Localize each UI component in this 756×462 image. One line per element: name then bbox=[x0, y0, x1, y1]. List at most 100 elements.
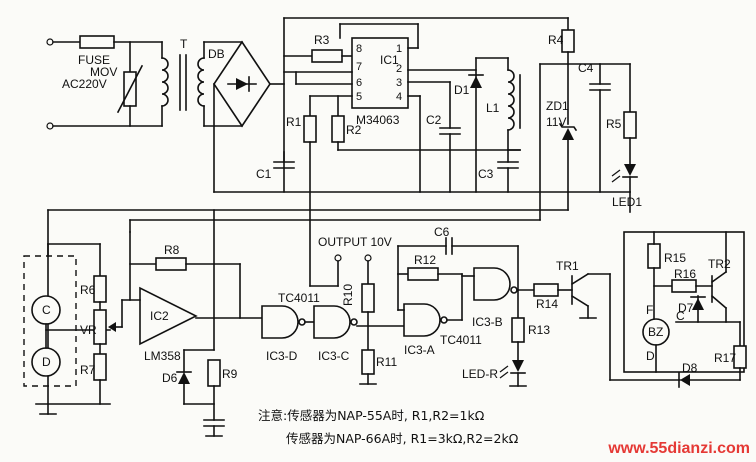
ic1-part-label: M34063 bbox=[356, 113, 400, 127]
l1-inductor bbox=[507, 69, 515, 131]
bz-c-label: C bbox=[676, 309, 685, 323]
r12-resistor bbox=[407, 267, 439, 281]
r10-resistor bbox=[361, 283, 375, 313]
sensor-d-label: D bbox=[42, 355, 51, 369]
r8-label: R8 bbox=[164, 243, 180, 257]
r14-resistor bbox=[533, 283, 559, 297]
d6-label: D6 bbox=[162, 371, 178, 385]
ic1-pin-1: 1 bbox=[396, 43, 402, 55]
mains-label: AC220V bbox=[62, 77, 107, 91]
r5-label: R5 bbox=[606, 117, 622, 131]
r9-label: R9 bbox=[222, 367, 238, 381]
r15-resistor bbox=[647, 243, 661, 269]
d8-diode bbox=[680, 374, 690, 386]
gate-ic3-d bbox=[261, 305, 299, 339]
bridge-rectifier bbox=[213, 40, 285, 193]
zd1-label: ZD1 bbox=[546, 99, 569, 113]
fuse bbox=[79, 35, 115, 49]
d6-diode bbox=[178, 372, 190, 384]
ic1-chip bbox=[351, 37, 409, 109]
ic2-opamp bbox=[139, 286, 198, 346]
ic3-a-label: IC3-A bbox=[404, 343, 435, 357]
tc4011-label-1: TC4011 bbox=[278, 291, 320, 305]
ic2-label: IC2 bbox=[150, 309, 169, 323]
r2-resistor bbox=[331, 115, 345, 143]
r15-label: R15 bbox=[664, 251, 686, 265]
sensor-frame bbox=[23, 255, 77, 387]
ic1-pin-6: 6 bbox=[356, 77, 362, 89]
r16-resistor bbox=[671, 279, 697, 293]
r14-label: R14 bbox=[536, 297, 558, 311]
gate-ic3-b bbox=[473, 267, 511, 301]
note-line-1: 注意:传感器为NAP-55A时, R1,R2=1kΩ bbox=[258, 408, 485, 423]
r9-resistor bbox=[207, 359, 221, 387]
r17-label: R17 bbox=[714, 351, 736, 365]
r8-resistor bbox=[155, 257, 187, 271]
d1-label: D1 bbox=[454, 83, 470, 97]
led1-label: LED1 bbox=[612, 195, 642, 209]
r11-label: R11 bbox=[376, 355, 397, 369]
note-line-2: 传感器为NAP-66A时, R1=3kΩ,R2=2kΩ bbox=[286, 431, 519, 446]
r11-resistor bbox=[361, 349, 375, 375]
ic1-pin-7: 7 bbox=[356, 61, 362, 73]
zd1-zener bbox=[558, 122, 578, 140]
r7-resistor bbox=[93, 353, 107, 381]
r3-resistor bbox=[311, 49, 343, 63]
r7-label: R7 bbox=[80, 363, 96, 377]
ic1-pin-5: 5 bbox=[356, 91, 362, 103]
r12-label: R12 bbox=[414, 253, 436, 267]
ic3-d-label: IC3-D bbox=[266, 349, 298, 363]
c3-label: C3 bbox=[478, 167, 494, 181]
r10-label: R10 bbox=[341, 284, 355, 306]
output-label: OUTPUT 10V bbox=[318, 235, 392, 249]
c2-label: C2 bbox=[426, 113, 442, 127]
r6-resistor bbox=[93, 275, 107, 303]
tr1-label: TR1 bbox=[556, 259, 579, 273]
led1 bbox=[611, 164, 638, 183]
ic1-pin-4: 4 bbox=[396, 91, 402, 103]
watermark: www.55dianzi.com bbox=[608, 440, 750, 457]
bz-label: BZ bbox=[648, 325, 663, 339]
l1-label: L1 bbox=[486, 101, 500, 115]
r1-resistor bbox=[303, 115, 317, 143]
bridge-label: DB bbox=[208, 47, 225, 61]
r3-label: R3 bbox=[314, 33, 330, 47]
fuse-label: FUSE bbox=[78, 53, 110, 67]
sensor-c-label: C bbox=[42, 303, 51, 317]
r5-resistor bbox=[623, 111, 637, 139]
d1-diode bbox=[468, 57, 484, 193]
ic1-pin-8: 8 bbox=[356, 43, 362, 55]
r4-label: R4 bbox=[548, 33, 564, 47]
ic3-b-label: IC3-B bbox=[472, 315, 503, 329]
r13-label: R13 bbox=[528, 323, 550, 337]
driver-frame bbox=[623, 231, 745, 373]
ic1-label: IC1 bbox=[380, 53, 399, 67]
c6-label: C6 bbox=[434, 225, 450, 239]
zd1-value: 11V bbox=[546, 115, 566, 129]
vr-label: VR bbox=[80, 323, 97, 337]
ic1-pin-2: 2 bbox=[396, 63, 402, 75]
mov-label: MOV bbox=[90, 65, 117, 79]
ic1-pin-3: 3 bbox=[396, 77, 402, 89]
tc4011-label-2: TC4011 bbox=[440, 333, 482, 347]
r13-resistor bbox=[511, 317, 525, 343]
c1-label: C1 bbox=[256, 167, 272, 181]
c4-label: C4 bbox=[578, 61, 594, 75]
gate-ic3-c bbox=[313, 305, 351, 339]
c1-capacitor bbox=[273, 151, 295, 169]
r2-label: R2 bbox=[346, 123, 362, 137]
bz-f-label: F bbox=[646, 303, 653, 317]
led-r bbox=[512, 360, 524, 372]
d7-diode bbox=[692, 298, 704, 310]
ic3-c-label: IC3-C bbox=[318, 349, 350, 363]
gate-ic3-a bbox=[403, 303, 441, 337]
d8-label: D8 bbox=[682, 361, 698, 375]
r1-label: R1 bbox=[286, 115, 302, 129]
tr2-label: TR2 bbox=[708, 257, 731, 271]
r4-resistor bbox=[561, 29, 575, 53]
lm358-label: LM358 bbox=[144, 349, 181, 363]
transformer-label: T bbox=[180, 37, 188, 51]
led-r-label: LED-R bbox=[462, 367, 498, 381]
